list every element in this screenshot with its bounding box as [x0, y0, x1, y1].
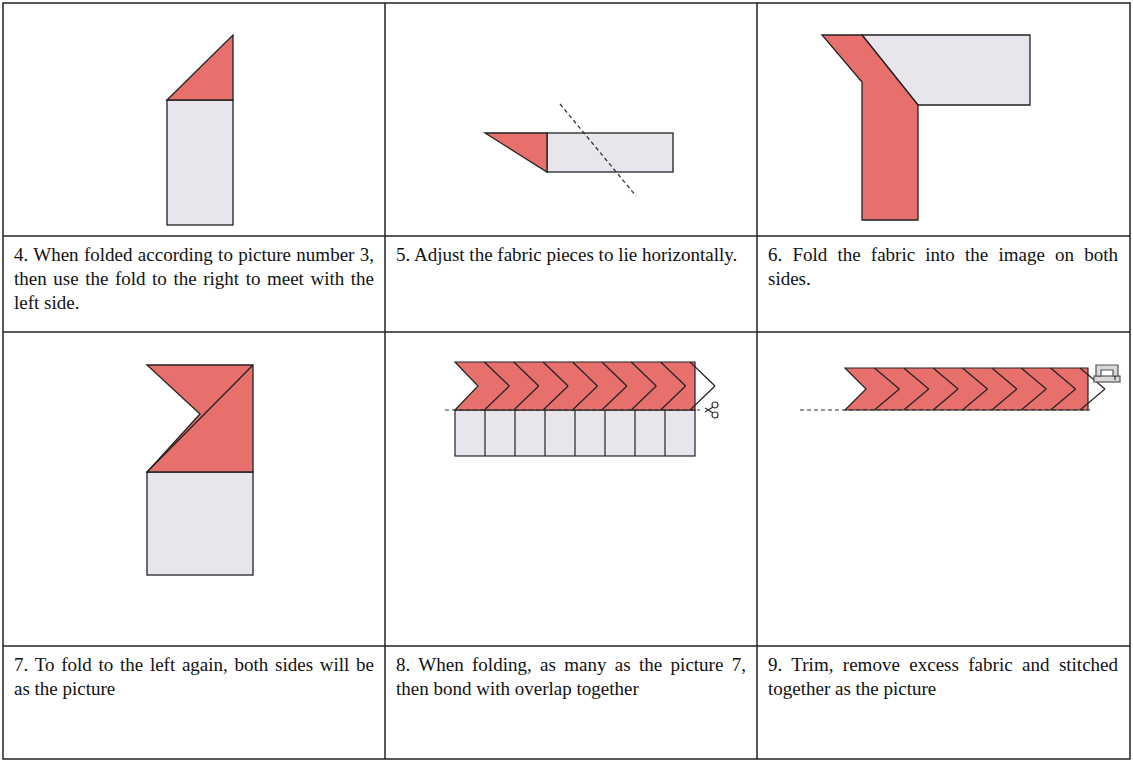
step-caption: 5. Adjust the fabric pieces to lie horiz… — [396, 243, 746, 267]
fold-line — [933, 389, 958, 410]
fold-line — [874, 368, 899, 389]
fold-line — [664, 410, 665, 456]
fold-line — [1021, 389, 1046, 410]
fold-line — [514, 386, 539, 410]
fold-line — [963, 368, 988, 389]
fold-line — [573, 386, 598, 410]
fold-line — [904, 368, 929, 389]
step-caption: 4. When folded according to picture numb… — [14, 243, 374, 315]
step-caption: 6. Fold the fabric into the image on bot… — [768, 243, 1118, 291]
step-8-figure — [445, 362, 718, 456]
step-caption: 7. To fold to the left again, both sides… — [14, 653, 374, 701]
fold-line — [661, 386, 686, 410]
step-7-figure — [147, 365, 253, 575]
fold-line — [690, 386, 715, 410]
fold-line — [484, 386, 509, 410]
fold-line — [874, 389, 899, 410]
fold-line — [690, 362, 715, 386]
fold-line — [574, 410, 575, 456]
fold-line — [602, 386, 627, 410]
scissors-symbol — [705, 402, 718, 418]
fold-line — [963, 389, 988, 410]
fold-line — [631, 362, 656, 386]
fold-line — [992, 368, 1017, 389]
fold-line — [1051, 368, 1076, 389]
step-5-figure — [485, 104, 673, 196]
fold-line — [634, 410, 635, 456]
fold-line — [573, 362, 598, 386]
fold-line — [514, 362, 539, 386]
fold-line — [904, 389, 929, 410]
step-4-figure — [167, 35, 233, 225]
fold-line — [933, 368, 958, 389]
step-caption: 8. When folding, as many as the picture … — [396, 653, 746, 701]
fold-line — [604, 410, 605, 456]
step-9-figure — [800, 365, 1120, 410]
fold-line — [992, 389, 1017, 410]
fold-line — [484, 362, 509, 386]
fold-line — [661, 362, 686, 386]
fold-line — [1051, 389, 1076, 410]
step-caption: 9. Trim, remove excess fabric and stitch… — [768, 653, 1118, 701]
fold-line — [631, 386, 656, 410]
fold-line — [1080, 389, 1105, 410]
fold-line — [602, 362, 627, 386]
step-6-figure — [822, 35, 1030, 220]
fold-line — [543, 386, 568, 410]
fold-line — [543, 362, 568, 386]
fold-line — [544, 410, 545, 456]
fold-line — [484, 410, 485, 456]
fold-line — [1021, 368, 1046, 389]
fold-line — [514, 410, 515, 456]
table-grid — [3, 3, 1130, 759]
sewing-machine-icon — [1094, 365, 1120, 382]
